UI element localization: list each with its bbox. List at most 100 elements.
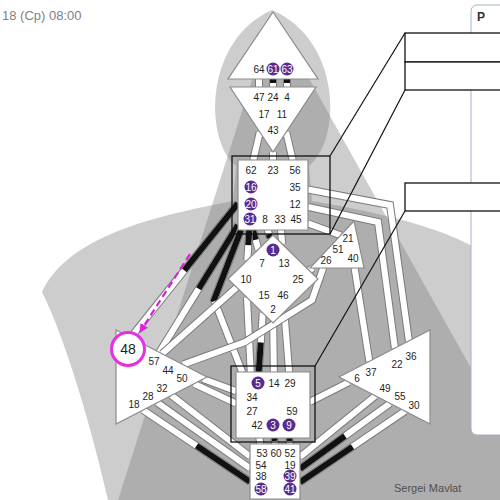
ego-center: 21512640 [310, 221, 364, 268]
channel-outline [162, 287, 237, 353]
channel-band [256, 79, 262, 87]
sacral-center: 514293427594239 [236, 372, 310, 438]
callout-circle: 48 [110, 331, 146, 367]
gate-number: 62 [245, 164, 258, 177]
callout-number: 48 [120, 340, 136, 358]
gate-number: 6 [351, 372, 364, 385]
center-shape [236, 372, 310, 438]
gate-number: 50 [176, 372, 189, 385]
gate-number: 11 [276, 108, 289, 121]
channel-outline [355, 268, 370, 361]
gate-number: 32 [156, 382, 169, 395]
channel-band [355, 268, 370, 361]
gate-number: 36 [405, 350, 418, 363]
channel-band [281, 230, 282, 244]
channel-outline [285, 438, 293, 444]
gate-number: 9 [283, 419, 296, 432]
channel-outline [310, 382, 349, 402]
channel [289, 438, 290, 444]
gate-number: 1 [267, 244, 280, 257]
channel-outline [259, 313, 263, 372]
center-shape [339, 330, 430, 424]
channel [287, 79, 288, 87]
channel [274, 438, 276, 444]
gate-number: 30 [408, 399, 421, 412]
gate-number: 55 [394, 390, 407, 403]
channel-band [259, 313, 263, 372]
channel-band [143, 410, 250, 482]
gate-number: 15 [258, 289, 271, 302]
g-center: 1713102515462 [228, 235, 318, 323]
channel [300, 411, 405, 482]
channel-defined [300, 411, 405, 482]
channel-band [270, 79, 276, 87]
gate-number: 47 [253, 91, 266, 104]
gate-number: 57 [148, 355, 161, 368]
center-shape [116, 330, 207, 424]
channel-defined [271, 438, 278, 444]
channel-band [310, 382, 349, 402]
gate-number: 61 [267, 63, 280, 76]
channel-band [271, 438, 278, 444]
panel-heading: P [477, 10, 485, 24]
channel [194, 384, 236, 404]
gate-number: 27 [246, 405, 259, 418]
center-shape [250, 444, 300, 499]
channel-band [286, 438, 292, 444]
gate-number: 46 [277, 289, 290, 302]
channel-band [253, 230, 258, 249]
center-shape [228, 12, 318, 79]
gate-number: 42 [251, 419, 264, 432]
gate-number: 49 [379, 382, 392, 395]
ajna-center: 47244171143 [230, 87, 316, 152]
gate-number: 60 [270, 447, 283, 460]
gate-number: 10 [240, 273, 253, 286]
leader-line [315, 211, 405, 366]
gate-number: 34 [246, 391, 259, 404]
channel-defined [270, 79, 276, 87]
watermark: Sergei Mavlat [394, 482, 461, 494]
throat-center: 622356163520123183345 [238, 160, 308, 230]
leader-line [330, 33, 405, 156]
callout-box [405, 183, 500, 211]
gate-number: 44 [162, 364, 175, 377]
channel-outline [270, 438, 279, 444]
gate-number: 39 [284, 470, 297, 483]
gate-number: 41 [284, 483, 297, 496]
gate-number: 43 [267, 124, 280, 137]
channel [259, 438, 260, 444]
channel-band [162, 287, 237, 353]
gate-number: 12 [289, 198, 302, 211]
leader-line [330, 90, 405, 234]
gate-number: 7 [256, 257, 269, 270]
gate-number: 37 [365, 366, 378, 379]
channel [273, 323, 275, 372]
gate-number: 45 [290, 213, 303, 226]
gate-number: 2 [267, 303, 280, 316]
channel-outline [253, 230, 258, 249]
channel-defined [284, 79, 290, 87]
gate-number: 14 [268, 377, 281, 390]
channel-defined [143, 410, 250, 482]
focus-rectangle [231, 366, 315, 442]
channel [143, 410, 250, 482]
channel-outline [255, 79, 263, 87]
gate-number: 26 [320, 254, 333, 267]
gate-number: 58 [255, 483, 268, 496]
gate-number: 4 [281, 91, 294, 104]
gate-number: 21 [342, 232, 355, 245]
gate-number: 28 [142, 390, 155, 403]
channel-band [259, 438, 260, 444]
channel-outline [300, 411, 405, 482]
channel [259, 79, 260, 87]
gate-number: 40 [347, 252, 360, 265]
channel-outline [281, 230, 282, 244]
channel [253, 230, 258, 249]
solar-plexus-center: 3622376495530 [339, 330, 430, 424]
gate-number: 33 [274, 213, 287, 226]
gate-number: 53 [256, 447, 269, 460]
center-shape [238, 160, 308, 230]
callout-ring [112, 333, 145, 366]
gate-number: 38 [255, 470, 268, 483]
center-shape [310, 221, 364, 268]
